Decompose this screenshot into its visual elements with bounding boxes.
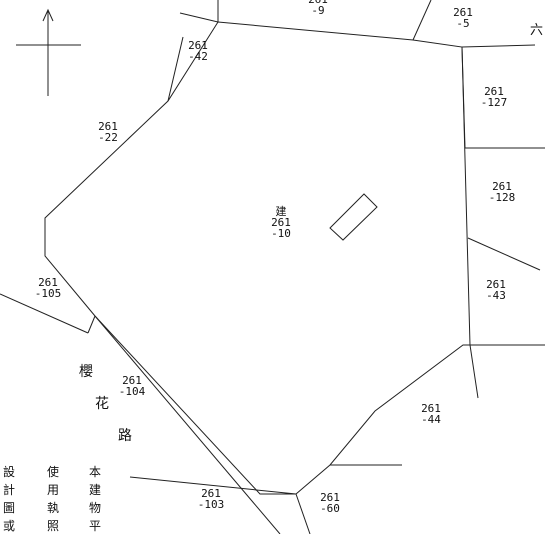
building-footprint — [329, 193, 378, 241]
main-parcel-boundary — [44, 21, 471, 495]
road-name-char-1: 櫻 — [79, 364, 93, 380]
corner-mark: 六 — [530, 23, 544, 38]
north-arrow-icon — [16, 8, 81, 96]
parcel-label-60: 261-60 — [320, 491, 340, 515]
parcel-label-105: 261-105 — [34, 276, 62, 300]
parcel-label-9: 261-9 — [308, 0, 328, 17]
road-name-char-3: 路 — [118, 428, 132, 444]
parcel-label-103: 261-103 — [197, 487, 225, 511]
parcel-label-44: 261-44 — [421, 402, 441, 426]
parcel-label-5: 261-5 — [453, 6, 473, 30]
note-column-2: 使用執照 — [46, 465, 59, 533]
road-name-char-2: 花 — [95, 396, 109, 412]
parcel-label-104: 261-104 — [118, 374, 146, 398]
parcel-label-42: 261-42 — [188, 39, 208, 63]
parcel-label-127: 261-127 — [480, 85, 508, 109]
parcel-label-22: 261-22 — [98, 120, 118, 144]
parcel-label-128: 261-128 — [488, 180, 516, 204]
note-column-3: 本建物平 — [88, 465, 101, 533]
parcel-label-43: 261-43 — [486, 278, 506, 302]
note-column-1: 設計圖或 — [2, 465, 15, 533]
parcel-label-10: 建 261-10 — [271, 205, 291, 240]
